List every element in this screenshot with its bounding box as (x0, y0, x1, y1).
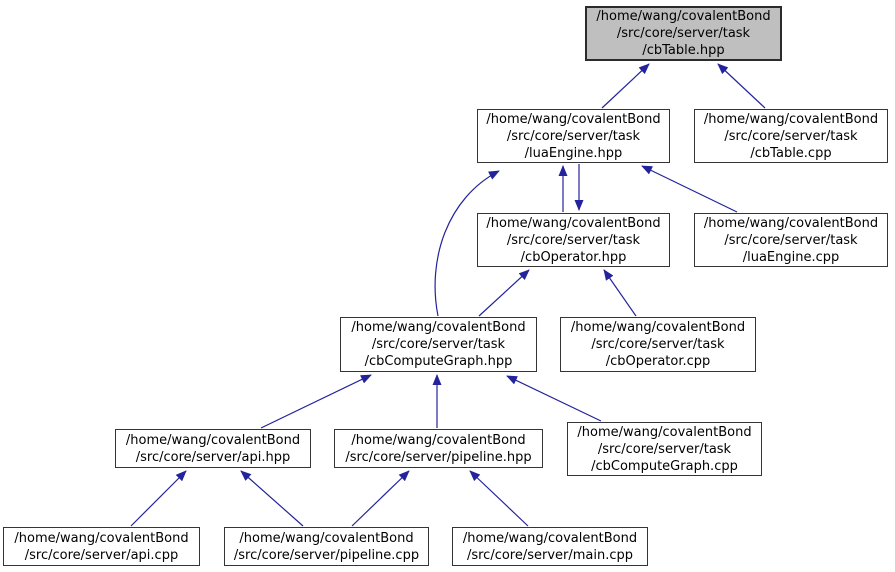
edge-cbComputeGraph.hpp-to-cbOperator.hpp (478, 269, 530, 317)
node-label-line: /home/wang/covalentBond (462, 530, 638, 546)
node-pipeline-cpp[interactable]: /home/wang/covalentBond /src/core/server… (224, 527, 429, 566)
node-cbComputeGraph-cpp[interactable]: /home/wang/covalentBond /src/core/server… (567, 422, 762, 476)
edge-pipeline.cpp-to-pipeline.hpp (351, 470, 410, 527)
node-luaEngine-hpp[interactable]: /home/wang/covalentBond /src/core/server… (477, 109, 670, 163)
node-api-cpp[interactable]: /home/wang/covalentBond /src/core/server… (3, 527, 200, 566)
node-cbComputeGraph-hpp[interactable]: /home/wang/covalentBond /src/core/server… (340, 317, 537, 372)
node-label-line: /home/wang/covalentBond (577, 424, 752, 440)
edge-api.cpp-to-api.hpp (130, 470, 187, 527)
node-label-line: /home/wang/covalentBond (125, 432, 301, 448)
node-label-line: /cbOperator.cpp (605, 354, 711, 369)
node-label-line: /src/core/server/task (371, 337, 506, 352)
node-label-line: /src/core/server/main.cpp (466, 547, 634, 563)
node-label-line: /home/wang/covalentBond (570, 320, 746, 335)
node-api-hpp[interactable]: /home/wang/covalentBond /src/core/server… (115, 429, 311, 468)
node-main-cpp[interactable]: /home/wang/covalentBond /src/core/server… (452, 527, 648, 566)
node-label-line: /home/wang/covalentBond (351, 432, 526, 448)
edge-luaEngine.cpp-to-luaEngine.hpp (641, 165, 738, 213)
node-label-line: /luaEngine.cpp (742, 249, 840, 265)
node-label-line: /cbComputeGraph.hpp (364, 354, 513, 369)
node-label-line: /cbTable.hpp (642, 43, 725, 58)
node-label-line: /src/core/server/task (724, 128, 858, 144)
node-label-line: /src/core/server/pipeline.cpp (233, 547, 420, 563)
edge-main.cpp-to-pipeline.hpp (469, 470, 529, 527)
node-cbOperator-hpp[interactable]: /home/wang/covalentBond /src/core/server… (477, 213, 670, 267)
node-label-line: /src/core/server/pipeline.hpp (345, 449, 532, 465)
node-label-line: /home/wang/covalentBond (351, 320, 526, 335)
node-label-line: /src/core/server/task (506, 128, 641, 144)
node-label-line: /src/core/server/api.hpp (135, 449, 291, 465)
node-label-line: /cbTable.cpp (750, 145, 832, 161)
node-label-line: /src/core/server/task (506, 232, 641, 248)
node-label-line: /src/core/server/task (591, 337, 725, 352)
node-label-line: /src/core/server/api.cpp (24, 547, 179, 563)
node-label-line: /home/wang/covalentBond (239, 530, 414, 546)
node-label-line: /home/wang/covalentBond (14, 530, 189, 546)
node-luaEngine-cpp[interactable]: /home/wang/covalentBond /src/core/server… (694, 213, 888, 267)
edge-cbComputeGraph.cpp-to-cbComputeGraph.hpp (506, 375, 602, 422)
node-label-line: /home/wang/covalentBond (486, 111, 661, 127)
node-label-line: /src/core/server/task (724, 232, 858, 248)
node-label-line: /cbComputeGraph.cpp (591, 458, 738, 474)
node-cbTable-hpp: /home/wang/covalentBond /src/core/server… (585, 6, 782, 61)
node-label-line: /cbOperator.hpp (520, 249, 627, 265)
node-label-line: /home/wang/covalentBond (596, 9, 771, 24)
edge-api.hpp-to-cbComputeGraph.hpp (260, 374, 372, 429)
edge-pipeline.cpp-to-api.hpp (240, 470, 304, 527)
edge-cbTable.cpp-to-cbTable.hpp (717, 63, 766, 109)
node-label-line: /src/core/server/task (616, 26, 751, 41)
node-label-line: /home/wang/covalentBond (703, 111, 879, 127)
node-label-line: /home/wang/covalentBond (486, 215, 661, 231)
edge-cbOperator.cpp-to-cbOperator.hpp (603, 269, 637, 317)
node-cbTable-cpp[interactable]: /home/wang/covalentBond /src/core/server… (694, 109, 888, 163)
node-pipeline-hpp[interactable]: /home/wang/covalentBond /src/core/server… (334, 429, 543, 468)
node-label-line: /src/core/server/task (597, 441, 732, 457)
node-cbOperator-cpp[interactable]: /home/wang/covalentBond /src/core/server… (560, 317, 756, 372)
edge-luaEngine.hpp-to-cbTable.hpp (601, 63, 650, 109)
node-label-line: /luaEngine.hpp (524, 145, 623, 161)
node-label-line: /home/wang/covalentBond (703, 215, 879, 231)
